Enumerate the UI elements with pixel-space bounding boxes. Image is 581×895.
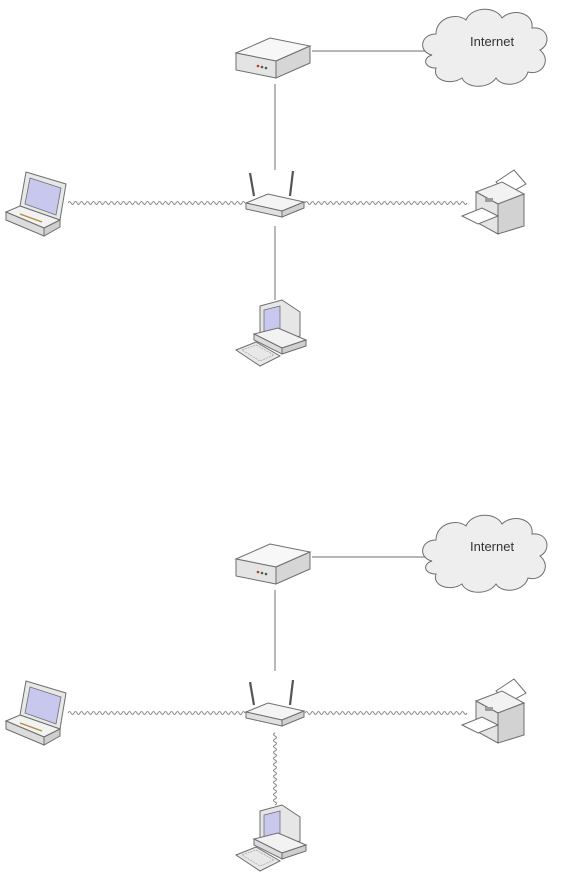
laptop-icon [6, 681, 66, 745]
laptop-wireless-link [68, 202, 245, 205]
laptop-icon [6, 172, 66, 236]
modem-icon [236, 38, 310, 78]
network-diagram-wired: Internet [0, 0, 581, 400]
diagram-canvas: Internet [0, 495, 581, 895]
internet-cloud-icon: Internet [423, 9, 547, 86]
printer-icon [462, 679, 526, 743]
wireless-router-icon [246, 171, 304, 217]
laptop-wireless-link [68, 712, 245, 715]
diagram-canvas: Internet [0, 0, 581, 400]
network-diagram-wireless: Internet [0, 495, 581, 895]
printer-icon [462, 170, 526, 234]
computer-wireless-link [274, 733, 277, 805]
internet-label: Internet [470, 539, 514, 554]
printer-wireless-link [305, 202, 467, 205]
internet-cloud-icon: Internet [423, 515, 547, 592]
wireless-router-icon [246, 680, 304, 726]
internet-label: Internet [470, 34, 514, 49]
modem-icon [236, 544, 310, 584]
printer-wireless-link [305, 712, 467, 715]
desktop-computer-icon [236, 300, 306, 366]
desktop-computer-icon [236, 805, 306, 871]
